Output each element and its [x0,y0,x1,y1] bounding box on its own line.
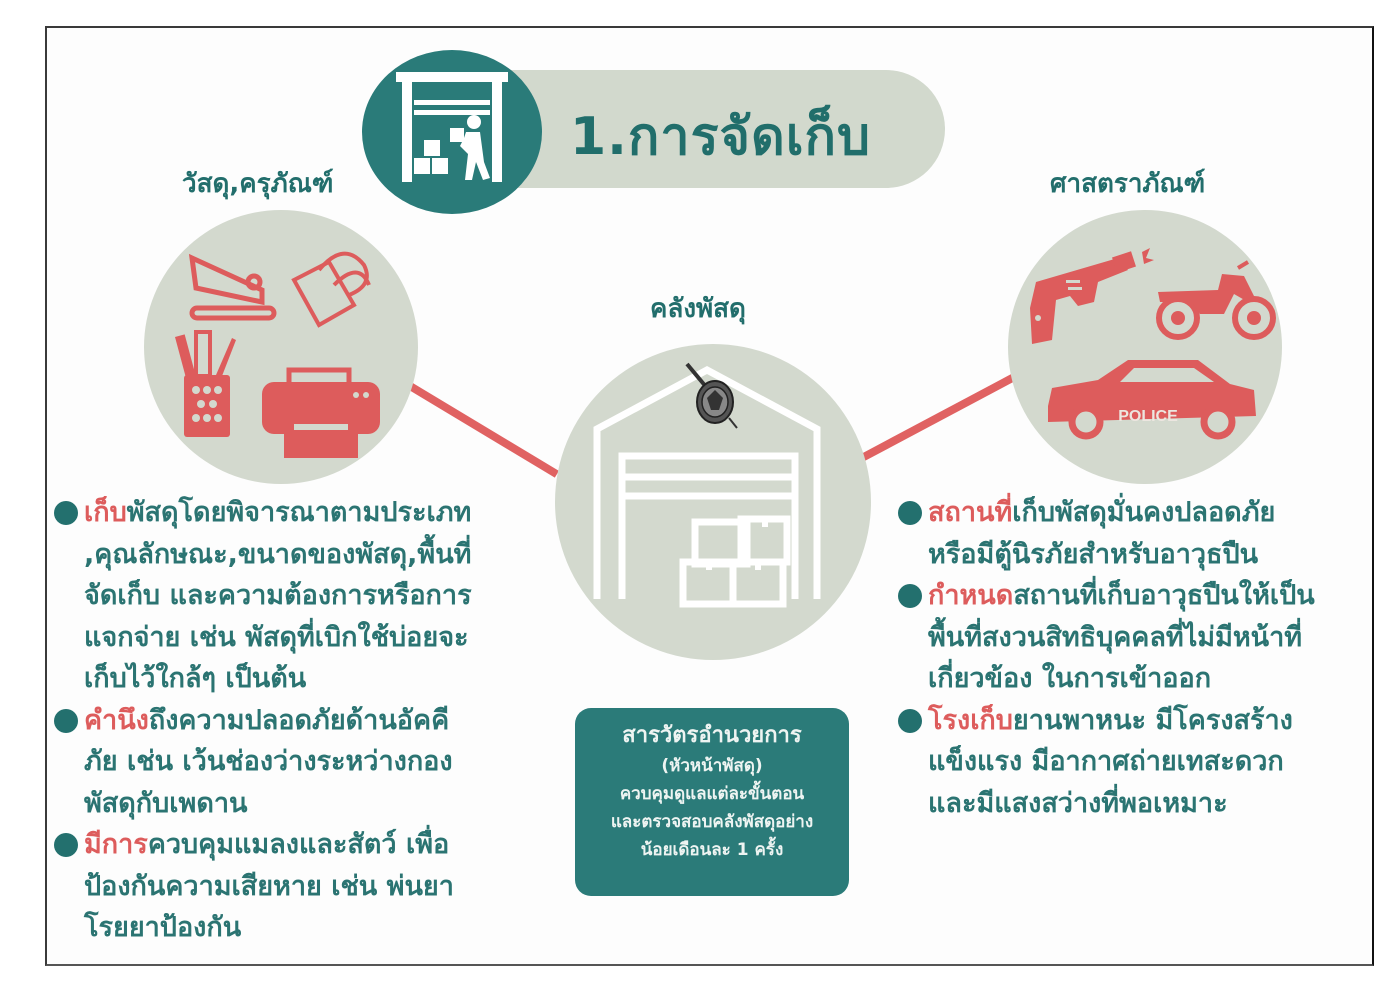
bullet-item: โรงเก็บยานพาหนะ มีโครงสร้าง แข็งแรง มีอา… [898,700,1378,825]
police-car-icon: POLICE [1048,360,1256,440]
supplies-circle [144,210,418,484]
weapons-bullet-list: สถานที่เก็บพัสดุมั่นคงปลอดภัย หรือมีตู้น… [898,492,1378,824]
bullet-item: สถานที่เก็บพัสดุมั่นคงปลอดภัย หรือมีตู้น… [898,492,1378,575]
page-title: 1.การจัดเก็บ [570,107,872,167]
bullet-dot [898,708,922,733]
category-label-supplies: วัสดุ,ครุภัณฑ์ [182,169,334,199]
title-badge [362,50,542,214]
binder-clip-icon [291,251,371,328]
seal-emblem-icon [685,362,738,429]
bullet-item: คำนึงถึงความปลอดภัยด้านอัคคี ภัย เช่น เว… [54,700,544,825]
revolver-icon [1030,248,1154,344]
bullet-dot [898,584,922,608]
pen-holder-icon [174,330,236,437]
stapler-icon [188,253,277,321]
svg-text:POLICE: POLICE [1118,408,1178,425]
bullet-dot [54,708,78,733]
category-label-warehouse: คลังพัสดุ [650,294,746,324]
bullet-item: เก็บพัสดุโดยพิจารณาตามประเภท ,คุณลักษณะ,… [54,492,544,700]
bullet-item: มีการควบคุมแมลงและสัตว์ เพื่อ ป้องกันควา… [54,824,544,949]
supplies-bullet-list: เก็บพัสดุโดยพิจารณาตามประเภท ,คุณลักษณะ,… [54,492,544,949]
bullet-dot [898,501,922,525]
supervisor-note-box: สารวัตรอำนวยการ (หัวหน้าพัสดุ) ควบคุมดูแ… [575,708,849,896]
warehouse-worker-icon [396,72,508,182]
bullet-dot [54,501,78,525]
printer-icon [262,367,380,458]
bullet-item: กำหนดสถานที่เก็บอาวุธปืนให้เป็น พื้นที่ส… [898,575,1378,700]
warehouse-icon [593,366,821,608]
weapons-circle: POLICE [1008,210,1282,484]
warehouse-circle [555,344,871,660]
motorcycle-icon [1156,260,1276,340]
category-label-weapons: ศาสตราภัณฑ์ [1050,169,1206,199]
bullet-dot [54,833,78,857]
